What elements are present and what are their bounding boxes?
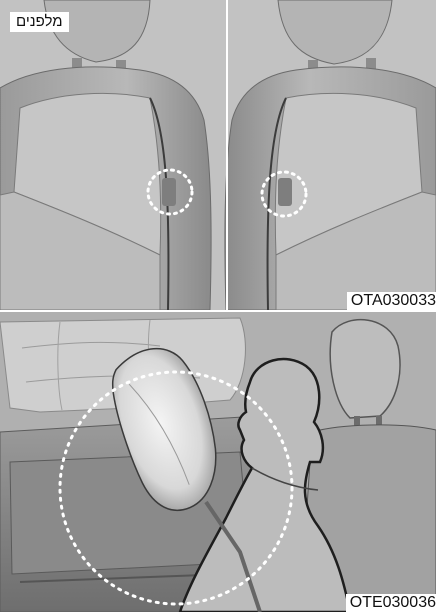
figure-code: OTA030033 [347, 292, 436, 310]
panel-divider [226, 0, 228, 310]
front-seats-illustration [0, 0, 436, 310]
airbag-deployment-illustration [0, 312, 436, 612]
figure-code: OTE030036 [346, 594, 436, 612]
front-label: מלפנים [10, 12, 69, 32]
top-panel: מלפנים OTA030033 [0, 0, 436, 310]
bottom-panel: OTE030036 [0, 312, 436, 612]
